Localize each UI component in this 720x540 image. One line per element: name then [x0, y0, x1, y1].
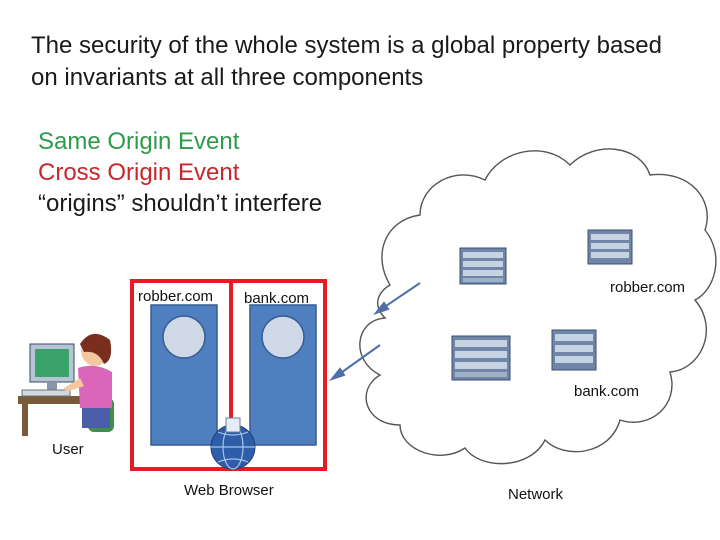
browser-window-robber [150, 304, 218, 446]
network-label: Network [508, 486, 564, 503]
page-title: The security of the whole system is a gl… [31, 32, 662, 91]
cloud-shape [359, 148, 717, 465]
server-rack-icon [451, 335, 511, 381]
legend-origins-note: “origins” shouldn’t interfere [38, 190, 323, 217]
network-server-robber-label: robber.com [610, 279, 686, 296]
browser-window-bank [249, 304, 317, 446]
server-rack-icon [551, 329, 597, 371]
browser-tab-robber-label: robber.com [138, 288, 214, 305]
legend-same-origin: Same Origin Event [38, 128, 240, 155]
network-server-bank-label: bank.com [574, 383, 640, 400]
double-arrow-icon [329, 282, 421, 382]
server-rack-icon [459, 247, 507, 285]
web-browser-label: Web Browser [184, 482, 274, 499]
user-at-computer-icon [18, 333, 114, 436]
browser-tab-bank-label: bank.com [244, 290, 310, 307]
legend-cross-origin: Cross Origin Event [38, 159, 240, 186]
user-label: User [52, 441, 84, 458]
server-rack-icon [587, 229, 633, 265]
origin-boundary-box [130, 279, 327, 471]
browser-globe-icon [210, 417, 256, 470]
